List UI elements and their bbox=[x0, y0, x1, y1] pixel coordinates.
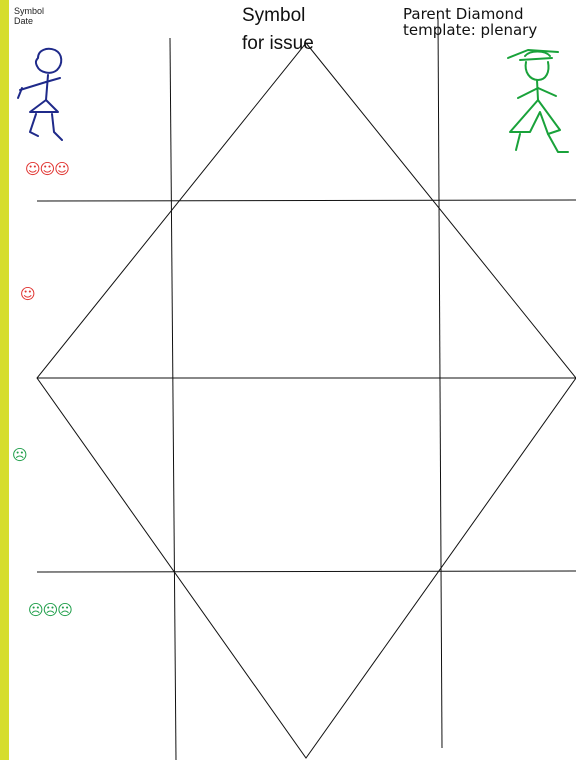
vertical-line-right bbox=[438, 18, 442, 748]
horizontal-line-3 bbox=[37, 571, 576, 572]
horizontal-line-1 bbox=[37, 200, 576, 201]
diamond-shape bbox=[37, 43, 576, 758]
vertical-line-left bbox=[170, 38, 176, 760]
stick-figure-girl-icon bbox=[18, 49, 62, 140]
stick-figure-boy-with-hat-icon bbox=[508, 50, 568, 152]
